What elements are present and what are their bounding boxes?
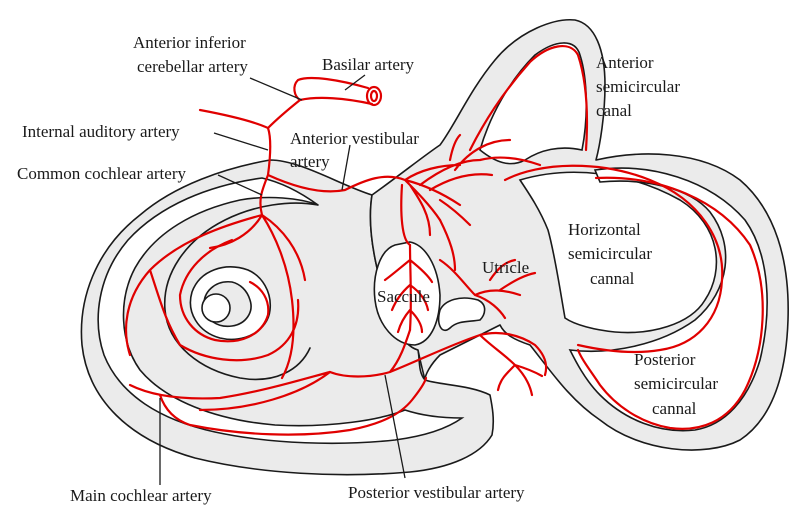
label-anterior-canal-line2: semicircular xyxy=(596,77,680,96)
basilar-artery-end xyxy=(365,85,383,107)
posterior-canal-lumen xyxy=(568,167,768,432)
label-main-cochlear-artery: Main cochlear artery xyxy=(70,486,212,505)
label-anterior-vestibular-line2: artery xyxy=(290,152,330,171)
label-basilar-artery: Basilar artery xyxy=(322,55,415,74)
posterior-vestibular-artery-vessel xyxy=(328,328,548,397)
aica-vessel xyxy=(198,98,302,130)
horizontal-canal-lumen xyxy=(518,171,718,334)
posterior-canal-artery xyxy=(576,176,764,430)
cochlear-spiral-arteries xyxy=(124,213,300,362)
basilar-artery-lumen xyxy=(369,89,379,103)
leader-internal-auditory xyxy=(213,132,269,151)
saccule-arteries xyxy=(383,243,434,334)
cochlea-helicotrema xyxy=(201,293,231,323)
vestibular-descending xyxy=(400,183,457,272)
leader-aica xyxy=(249,77,303,101)
main-cochlear-artery-vessel xyxy=(128,370,428,436)
label-horizontal-canal-line3: cannal xyxy=(590,269,635,288)
leader-lines xyxy=(159,74,406,485)
utricle-arteries xyxy=(438,258,537,320)
label-utricle: Utricle xyxy=(482,258,529,277)
utricle-pocket xyxy=(437,297,486,332)
label-saccule: Saccule xyxy=(377,287,430,306)
basilar-artery-vessel xyxy=(293,76,374,106)
label-anterior-canal-line1: Anterior xyxy=(596,53,654,72)
label-posterior-canal-line2: semicircular xyxy=(634,374,718,393)
label-aica-line2: cerebellar artery xyxy=(137,57,248,76)
anterior-canal-artery xyxy=(468,45,589,152)
leader-basilar xyxy=(344,74,366,91)
label-aica-line1: Anterior inferior xyxy=(133,33,246,52)
label-posterior-canal-line1: Posterior xyxy=(634,350,696,369)
saccule-body xyxy=(373,241,441,346)
labels: Anterior inferior cerebellar artery Basi… xyxy=(17,33,718,505)
leader-common-cochlear xyxy=(217,174,263,196)
leader-posterior-vestibular xyxy=(384,374,406,479)
label-common-cochlear-artery: Common cochlear artery xyxy=(17,164,186,183)
label-posterior-vestibular-artery: Posterior vestibular artery xyxy=(348,483,525,502)
cochlea-spiral-gap xyxy=(97,177,465,445)
arteries xyxy=(124,45,764,436)
horizontal-canal-artery xyxy=(503,164,724,354)
cochlea-inner-turn xyxy=(163,202,319,381)
label-anterior-canal-line3: canal xyxy=(596,101,632,120)
label-horizontal-canal-line1: Horizontal xyxy=(568,220,641,239)
label-internal-auditory-artery: Internal auditory artery xyxy=(22,122,180,141)
leader-anterior-vestibular xyxy=(341,144,351,191)
anterior-vestibular-artery-vessel xyxy=(266,133,542,237)
label-horizontal-canal-line2: semicircular xyxy=(568,244,652,263)
label-anterior-vestibular-line1: Anterior vestibular xyxy=(290,129,419,148)
label-posterior-canal-line3: cannal xyxy=(652,399,697,418)
